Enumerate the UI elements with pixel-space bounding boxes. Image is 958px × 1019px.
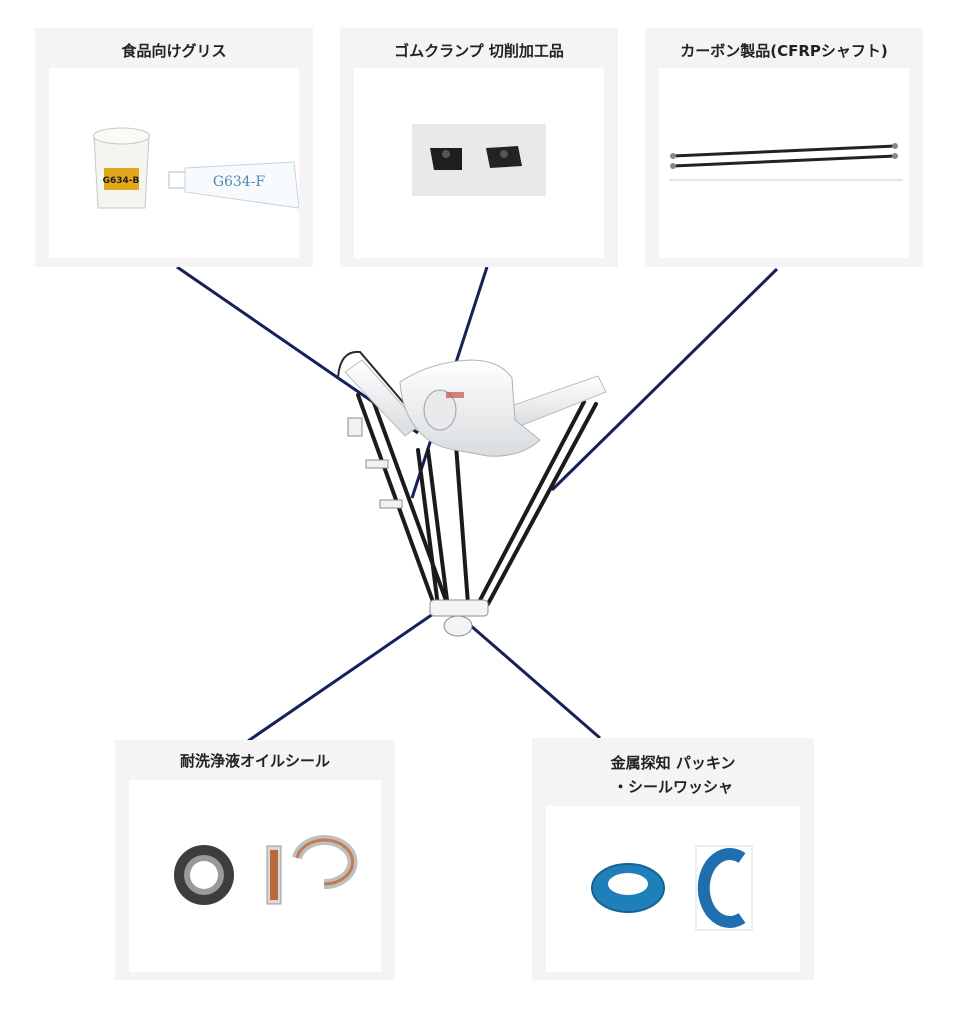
- connector-oilseal: [247, 612, 434, 743]
- connector-metal: [469, 623, 601, 740]
- product-card-metal-detect[interactable]: 金属探知 パッキン ・シールワッシャ: [532, 738, 814, 980]
- product-card-oil-seal[interactable]: 耐洗浄液オイルシール: [115, 740, 395, 980]
- product-title-line2: ・シールワッシャ: [612, 778, 733, 796]
- upper-arm-right: [504, 375, 607, 429]
- robot-base: [399, 359, 541, 457]
- tub-label: G634-B: [103, 176, 140, 186]
- product-title: ゴムクランプ 切削加工品: [394, 42, 564, 60]
- tube-label: G634-F: [213, 174, 266, 190]
- product-card-grease[interactable]: 食品向けグリス G634-B G634-F: [35, 28, 313, 267]
- product-card-carbon[interactable]: カーボン製品(CFRPシャフト): [645, 28, 923, 267]
- product-image-oil-seal: [129, 780, 381, 972]
- product-image-metal-detect: [546, 806, 800, 972]
- product-image-grease: G634-B G634-F: [49, 68, 300, 258]
- product-title: 食品向けグリス: [121, 42, 227, 60]
- product-title: 耐洗浄液オイルシール: [179, 752, 330, 770]
- product-card-rubber-clamp[interactable]: ゴムクランプ 切削加工品: [340, 28, 618, 267]
- product-image-rubber-clamp: [354, 68, 604, 258]
- product-image-carbon: [659, 68, 909, 258]
- product-title-line1: 金属探知 パッキン: [610, 754, 736, 772]
- end-effector: [429, 599, 489, 637]
- connector-carbon: [550, 267, 779, 492]
- product-title: カーボン製品(CFRPシャフト): [680, 42, 888, 60]
